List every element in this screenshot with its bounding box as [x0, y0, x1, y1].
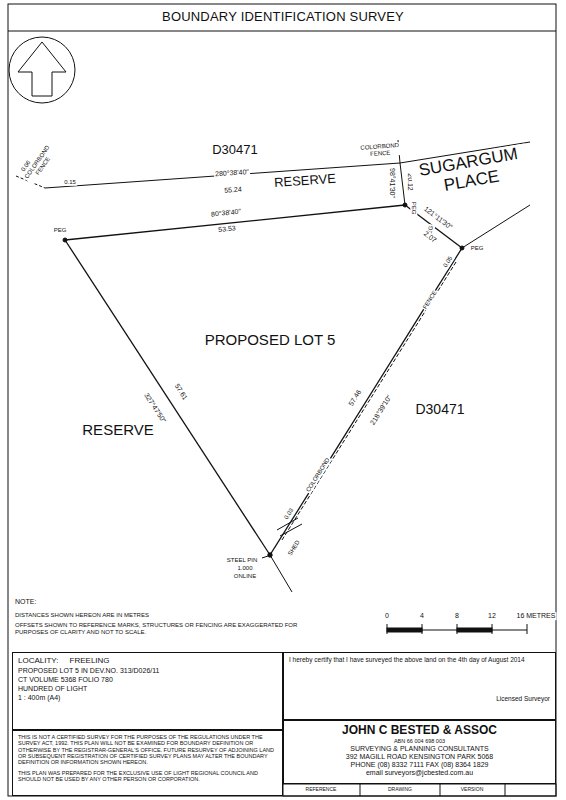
map-label: 327°47'50" — [142, 391, 168, 425]
box-text: THIS PLAN WAS PREPARED FOR THE EXCLUSIVE… — [18, 770, 277, 783]
box-text: HUNDRED OF LIGHT — [18, 685, 277, 693]
reserve-boundary — [400, 163, 405, 205]
map-label: RESERVE — [81, 422, 154, 439]
map-label: 2.07 — [421, 229, 438, 245]
box-text: PROPOSED LOT 5 IN DEV.NO. 313/D026/11 — [18, 667, 277, 675]
firm-box: JOHN C BESTED & ASSOCABN 66 004 698 003S… — [283, 720, 556, 784]
map-label: D30471 — [211, 143, 259, 157]
map-label: SHED — [286, 538, 301, 557]
map-label: PEG — [470, 245, 485, 252]
map-label: 80°38'40" — [210, 208, 243, 219]
scale-block — [457, 628, 492, 632]
map-label: D30471 — [414, 402, 465, 417]
box-text: ABN 66 004 698 003 — [289, 738, 550, 744]
map-label: 280°38'40" — [214, 168, 250, 178]
boundary-extension — [270, 555, 292, 592]
map-label: 53.53 — [217, 224, 237, 234]
strip-divider — [360, 784, 361, 796]
box-text: PHONE (08) 8332 7111 FAX (08) 8364 1829 — [289, 761, 550, 769]
title-rule — [8, 31, 556, 32]
map-label: 0 — [384, 612, 390, 620]
scale-block — [387, 628, 422, 632]
box-text: SURVEYING & PLANNING CONSULTANTS — [289, 745, 550, 753]
map-label: COLORBOND FENCE — [359, 142, 402, 158]
box-text: JOHN C BESTED & ASSOC — [289, 724, 550, 738]
strip-divider — [440, 784, 441, 796]
peg-mark — [63, 238, 67, 242]
map-label: PEG — [411, 201, 418, 216]
map-label: 0.03 — [283, 506, 296, 521]
map-label: 57.61 — [172, 382, 189, 403]
map-label: 57.46 — [347, 388, 364, 409]
north-arrow-circle — [9, 37, 75, 103]
map-label: 121°11'30" — [422, 204, 455, 231]
sheet-frame — [8, 4, 556, 796]
map-label: SUGARGUM PLACE — [409, 143, 531, 200]
map-label: VERSION — [460, 787, 485, 793]
map-label: STEEL PIN — [226, 557, 258, 564]
box-text: 1 : 400m (A4) — [18, 694, 277, 702]
certification-box: I hereby certify that I have surveyed th… — [283, 652, 556, 720]
north-arrow — [18, 42, 66, 96]
map-label: PROPOSED LOT 5 — [204, 332, 337, 349]
map-label: COLORBOND — [304, 456, 331, 494]
shed-edge — [277, 518, 302, 536]
map-label: 4 — [419, 612, 425, 620]
map-label: 55.24 — [223, 185, 243, 194]
map-label: DRAWING — [387, 787, 413, 793]
leader-line — [262, 556, 268, 558]
map-label: OFFSETS SHOWN TO REFERENCE MARKS, STRUCT… — [14, 622, 306, 635]
map-label: 16 METRES — [516, 612, 557, 620]
disclaimer-box: THIS IS NOT A CERTIFIED SURVEY FOR THE P… — [12, 730, 283, 796]
map-label: 0.15 — [63, 179, 77, 186]
scale-tick — [527, 624, 528, 634]
locality-box: LOCALITY: FREELING PROPOSED LOT 5 IN DEV.… — [12, 652, 283, 730]
map-label: PEG — [53, 227, 68, 234]
map-label: 8 — [454, 612, 460, 620]
box-text: 392 MAGILL ROAD KENSINGTON PARK 5068 — [289, 753, 550, 761]
box-text: THIS IS NOT A CERTIFIED SURVEY FOR THE P… — [18, 734, 277, 766]
map-label: 218°39'10" — [368, 393, 394, 427]
steel-pin-mark — [268, 553, 272, 557]
box-text: CT VOLUME 5368 FOLIO 780 — [18, 676, 277, 684]
box-text: LOCALITY: FREELING — [18, 656, 277, 665]
box-text: I hereby certify that I have surveyed th… — [289, 656, 550, 663]
box-text: Licensed Surveyor — [289, 695, 550, 702]
map-label: ONLINE — [233, 573, 257, 580]
map-label: RESERVE — [273, 172, 338, 191]
fence-line — [282, 262, 456, 540]
sheet-title: BOUNDARY IDENTIFICATION SURVEY — [0, 9, 566, 24]
road-boundary — [462, 205, 530, 248]
map-label: FENCE — [421, 289, 438, 311]
strip-divider — [505, 784, 506, 796]
map-label: 1.000 — [236, 565, 253, 572]
lot-boundary — [65, 240, 270, 555]
map-label: NOTE: — [14, 598, 37, 606]
reserve-boundary — [45, 163, 400, 188]
box-text: email surveyors@jcbested.com.au — [289, 769, 550, 777]
map-label: 12 — [487, 612, 497, 620]
map-label: REFERENCE — [305, 787, 338, 793]
map-label: DISTANCES SHOWN HEREON ARE IN METRES — [14, 612, 150, 619]
peg-mark — [403, 203, 407, 207]
lot-boundary — [65, 205, 405, 240]
reference-strip — [283, 784, 556, 796]
map-label: 98°41'30" — [388, 167, 396, 199]
peg-mark — [460, 246, 464, 250]
